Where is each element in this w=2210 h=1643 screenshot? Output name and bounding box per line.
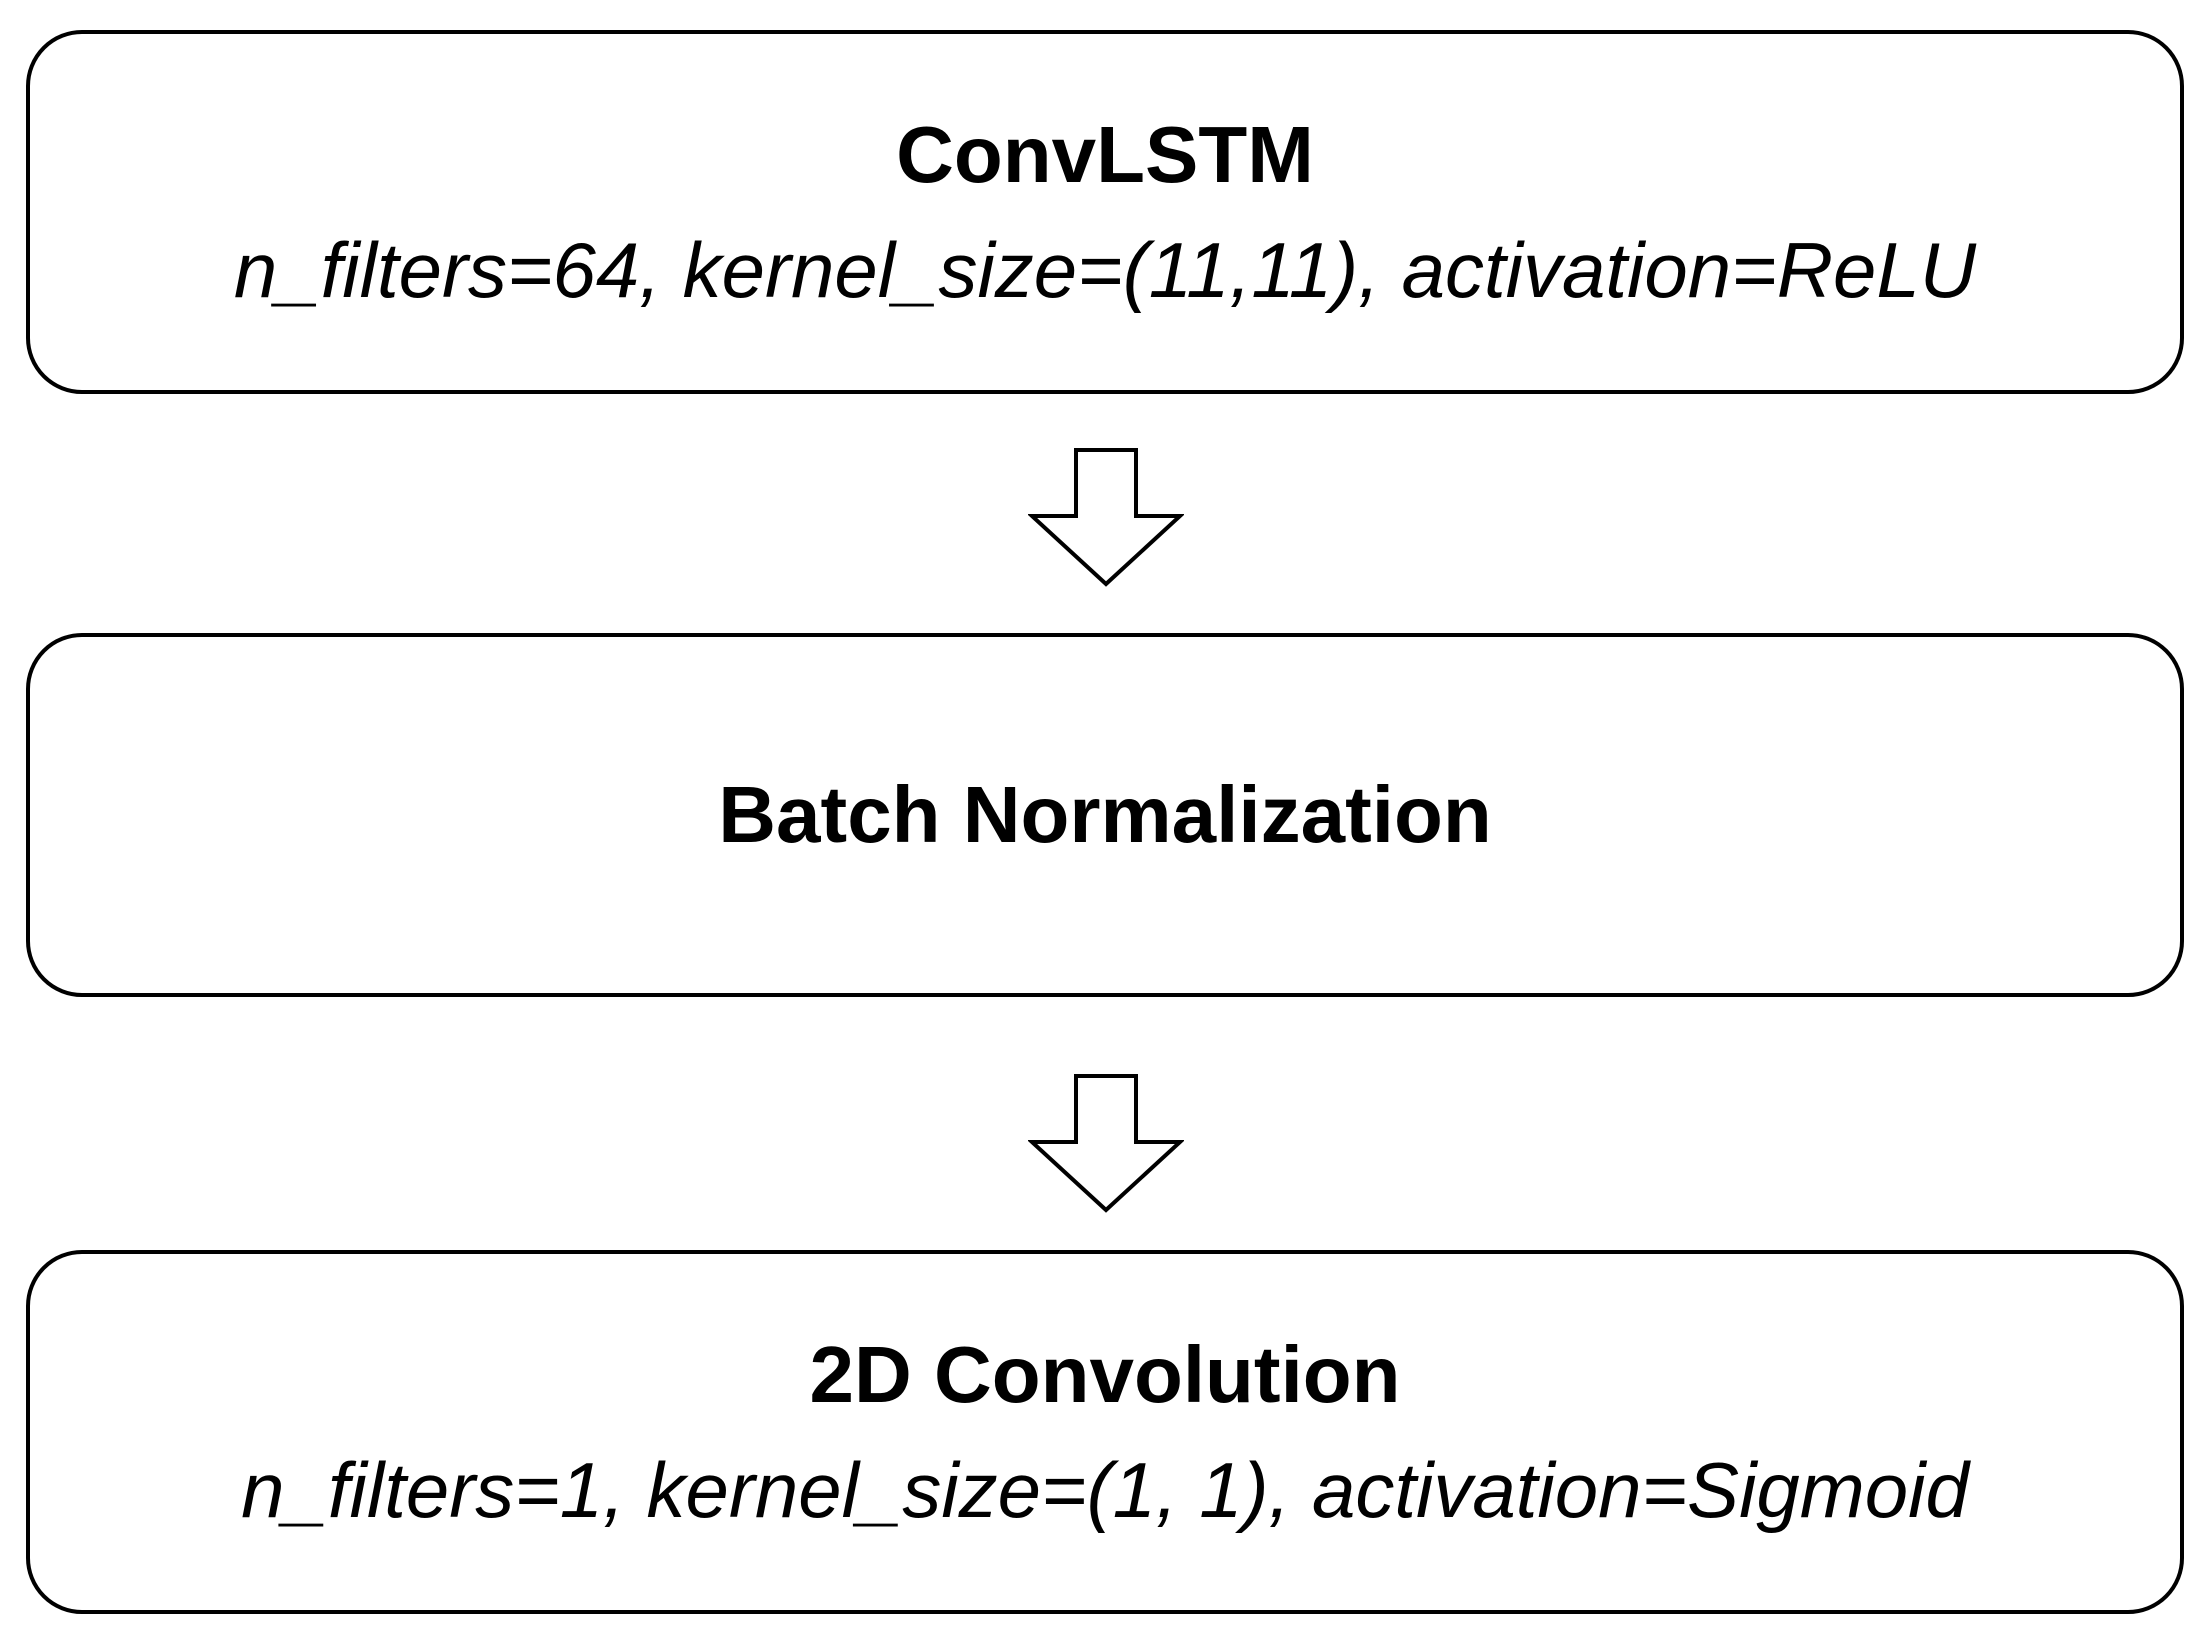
conv2d-params: n_filters=1, kernel_size=(1, 1), activat…: [241, 1446, 1969, 1534]
convlstm-params: n_filters=64, kernel_size=(11,11), activ…: [233, 226, 1977, 314]
convlstm-layer-box: ConvLSTM n_filters=64, kernel_size=(11,1…: [26, 30, 2184, 394]
down-arrow-icon: [1028, 1074, 1184, 1213]
down-arrow-icon: [1028, 448, 1184, 587]
conv2d-layer-box: 2D Convolution n_filters=1, kernel_size=…: [26, 1250, 2184, 1614]
convlstm-title: ConvLSTM: [896, 110, 1314, 199]
batch-normalization-layer-box: Batch Normalization: [26, 633, 2184, 997]
conv2d-title: 2D Convolution: [809, 1330, 1401, 1419]
batch-normalization-title: Batch Normalization: [718, 770, 1492, 859]
